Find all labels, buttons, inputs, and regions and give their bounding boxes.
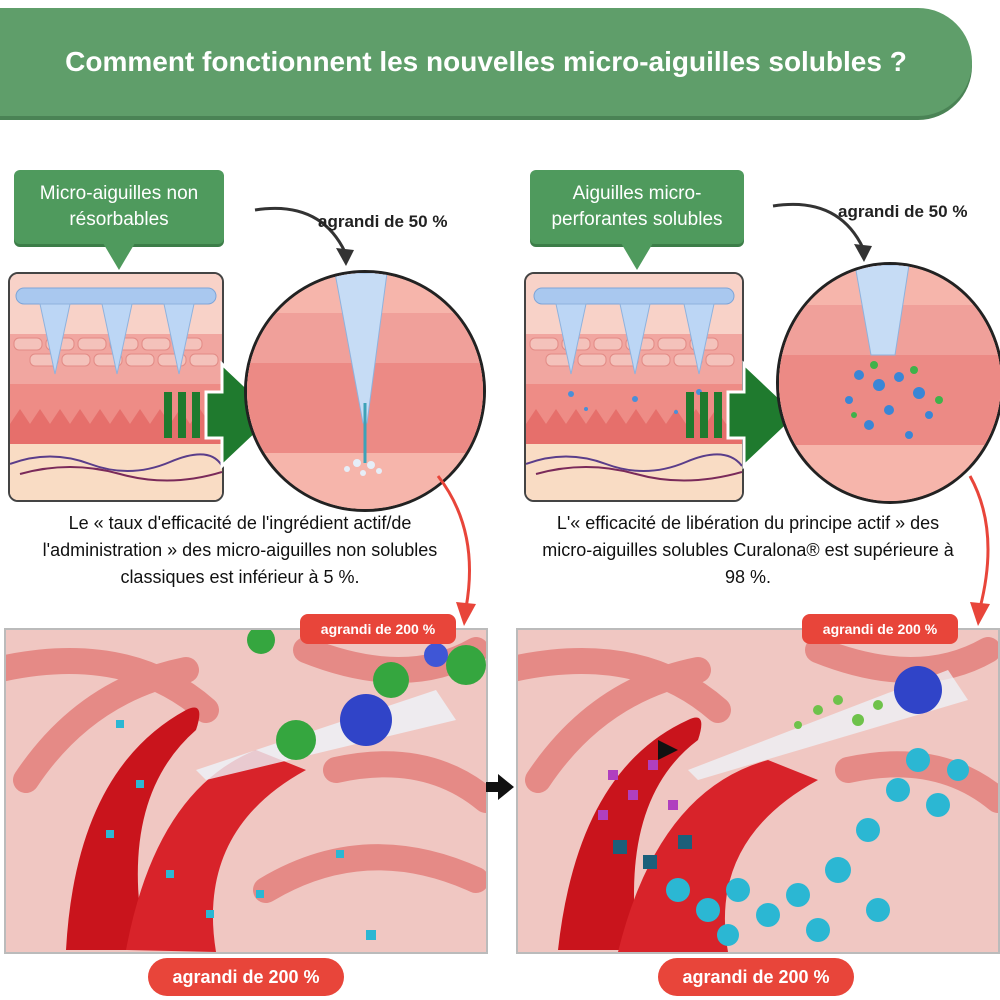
description-right: L'« efficacité de libération du principe… [542, 513, 954, 587]
zoom-badge-top-left: agrandi de 200 % [300, 614, 456, 644]
arrow-right-icon [486, 774, 514, 800]
zoom-badge-bottom-left: agrandi de 200 % [148, 958, 344, 996]
arrow-right-icon [686, 360, 801, 470]
arrow-right-icon [164, 360, 279, 470]
vessel-image-left [4, 628, 488, 954]
vessel-image-right [516, 628, 1000, 954]
zoom-label-left: agrandi de 50 % [318, 212, 448, 231]
zoom-badge-top-right: agrandi de 200 % [802, 614, 958, 644]
skin-panel-right [524, 272, 744, 502]
page-title: Comment fonctionnent les nouvelles micro… [65, 46, 907, 77]
skin-panel-left [8, 272, 224, 502]
callout-right: Aiguilles micro-perforantes solubles [530, 170, 744, 270]
zoom-label-right: agrandi de 50 % [838, 202, 968, 221]
curved-arrow-left-down [436, 475, 476, 626]
description-left: Le « taux d'efficacité de l'ingrédient a… [42, 513, 438, 587]
zoom-badge-bottom-right: agrandi de 200 % [658, 958, 854, 996]
curved-arrow-right-down [968, 475, 990, 626]
zoom-circle-left [244, 270, 486, 512]
curved-arrow-icon [772, 202, 872, 262]
callout-left: Micro-aiguilles non résorbables [14, 170, 224, 270]
title-banner [0, 8, 972, 116]
needle-patch-icon [10, 274, 222, 500]
zoom-circle-right [776, 262, 1000, 504]
needle-patch-icon [526, 274, 742, 500]
curved-arrow-icon [254, 206, 354, 266]
